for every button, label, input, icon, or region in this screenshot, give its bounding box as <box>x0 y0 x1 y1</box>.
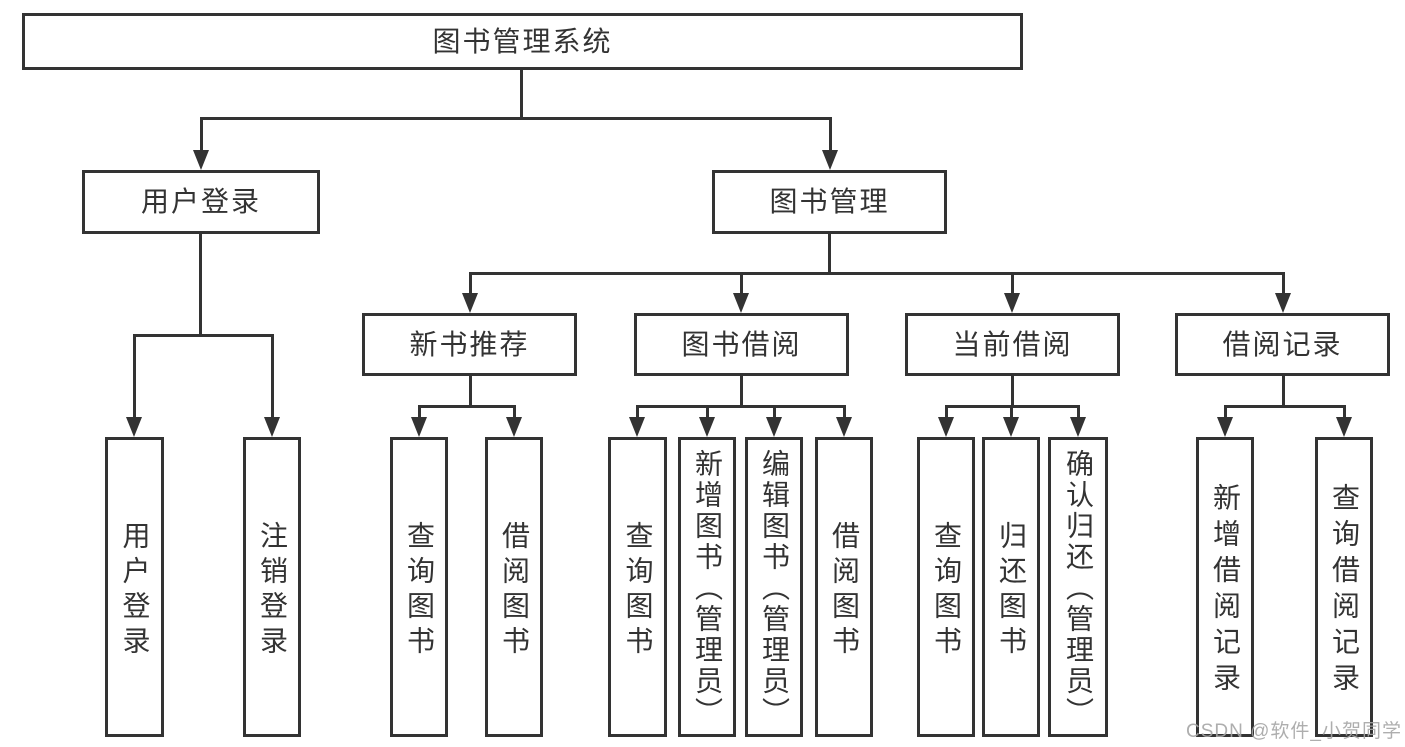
node-leaf-user-login: 用户登录 <box>105 437 164 737</box>
node-label-root-library-system: 图书管理系统 <box>432 25 613 57</box>
node-label-leaf-add-books-admin: 新增图书（管理员） <box>692 449 723 728</box>
node-root-library-system: 图书管理系统 <box>22 13 1023 70</box>
node-leaf-query-books-current: 查询图书 <box>917 437 975 737</box>
connector-line <box>132 333 274 337</box>
arrow-head-down-icon <box>1336 417 1352 437</box>
node-book-management: 图书管理 <box>712 170 947 234</box>
node-leaf-edit-books-admin: 编辑图书（管理员） <box>745 437 803 737</box>
arrow-stem <box>417 406 421 419</box>
arrow-stem <box>635 406 639 419</box>
node-label-leaf-query-books-borrowing: 查询图书 <box>622 520 654 661</box>
arrow-stem <box>1281 273 1285 295</box>
arrow-stem <box>199 118 203 152</box>
connector-line <box>635 404 846 408</box>
arrow-stem <box>468 273 472 295</box>
node-label-borrowing-records: 借阅记录 <box>1222 328 1343 360</box>
connector-line <box>468 271 1285 275</box>
node-label-leaf-edit-books-admin: 编辑图书（管理员） <box>759 449 790 728</box>
arrow-stem <box>842 406 846 419</box>
arrow-stem <box>1076 406 1080 419</box>
node-leaf-query-books-recommend: 查询图书 <box>390 437 448 737</box>
node-user-login: 用户登录 <box>82 170 320 234</box>
arrow-head-down-icon <box>822 150 838 170</box>
node-leaf-borrow-books-recommend: 借阅图书 <box>485 437 543 737</box>
node-leaf-logout: 注销登录 <box>243 437 301 737</box>
arrow-head-down-icon <box>1070 417 1086 437</box>
node-label-leaf-logout: 注销登录 <box>257 520 288 661</box>
node-leaf-return-books: 归还图书 <box>982 437 1040 737</box>
connector-line <box>1223 404 1346 408</box>
node-label-leaf-borrow-books-recommend: 借阅图书 <box>499 520 530 661</box>
arrow-head-down-icon <box>126 417 142 437</box>
node-book-borrowing: 图书借阅 <box>634 313 849 376</box>
node-label-leaf-query-borrow-record: 查询借阅记录 <box>1329 483 1360 699</box>
node-leaf-confirm-return-admin: 确认归还（管理员） <box>1048 437 1108 737</box>
connector-line <box>827 234 831 273</box>
arrow-head-down-icon <box>411 417 427 437</box>
node-label-current-borrowing: 当前借阅 <box>952 328 1073 360</box>
node-new-book-recommend: 新书推荐 <box>362 313 577 376</box>
connector-line <box>199 116 832 120</box>
node-leaf-add-books-admin: 新增图书（管理员） <box>678 437 736 737</box>
node-label-leaf-query-books-current: 查询图书 <box>931 520 962 661</box>
connector-line <box>468 376 472 406</box>
node-label-book-borrowing: 图书借阅 <box>681 328 802 360</box>
arrow-head-down-icon <box>766 417 782 437</box>
node-borrowing-records: 借阅记录 <box>1175 313 1390 376</box>
arrow-head-down-icon <box>1217 417 1233 437</box>
connector-line <box>417 404 516 408</box>
arrow-head-down-icon <box>1004 293 1020 313</box>
connector-line <box>198 234 202 335</box>
node-leaf-query-books-borrowing: 查询图书 <box>608 437 667 737</box>
arrow-stem <box>132 335 136 419</box>
arrow-head-down-icon <box>699 417 715 437</box>
node-label-book-management: 图书管理 <box>769 186 890 217</box>
arrow-head-down-icon <box>462 293 478 313</box>
arrow-stem <box>1009 406 1013 419</box>
arrow-head-down-icon <box>193 150 209 170</box>
arrow-head-down-icon <box>264 417 280 437</box>
arrow-head-down-icon <box>733 293 749 313</box>
arrow-head-down-icon <box>506 417 522 437</box>
arrow-stem <box>1010 273 1014 295</box>
node-leaf-query-borrow-record: 查询借阅记录 <box>1315 437 1373 737</box>
arrow-head-down-icon <box>1275 293 1291 313</box>
csdn-watermark: CSDN @软件_小贺同学 <box>1186 721 1402 742</box>
arrow-head-down-icon <box>836 417 852 437</box>
connector-line <box>1010 376 1014 406</box>
arrow-head-down-icon <box>938 417 954 437</box>
arrow-stem <box>944 406 948 419</box>
connector-line <box>739 376 743 406</box>
node-label-new-book-recommend: 新书推荐 <box>409 328 530 360</box>
arrow-stem <box>828 118 832 152</box>
node-current-borrowing: 当前借阅 <box>905 313 1120 376</box>
arrow-head-down-icon <box>1003 417 1019 437</box>
arrow-stem <box>512 406 516 419</box>
arrow-stem <box>1342 406 1346 419</box>
arrow-stem <box>705 406 709 419</box>
connector-line <box>519 70 523 118</box>
node-leaf-borrow-books: 借阅图书 <box>815 437 873 737</box>
arrow-head-down-icon <box>629 417 645 437</box>
node-label-leaf-user-login: 用户登录 <box>119 520 151 661</box>
node-leaf-add-borrow-record: 新增借阅记录 <box>1196 437 1254 737</box>
arrow-stem <box>772 406 776 419</box>
node-label-leaf-return-books: 归还图书 <box>996 520 1027 661</box>
node-label-leaf-query-books-recommend: 查询图书 <box>404 520 435 661</box>
node-label-leaf-add-borrow-record: 新增借阅记录 <box>1210 483 1241 699</box>
connector-line <box>1281 376 1285 406</box>
arrow-stem <box>739 273 743 295</box>
arrow-stem <box>270 335 274 419</box>
node-label-leaf-confirm-return-admin: 确认归还（管理员） <box>1063 449 1094 728</box>
node-label-leaf-borrow-books: 借阅图书 <box>829 520 860 661</box>
node-label-user-login: 用户登录 <box>140 186 261 217</box>
arrow-stem <box>1223 406 1227 419</box>
